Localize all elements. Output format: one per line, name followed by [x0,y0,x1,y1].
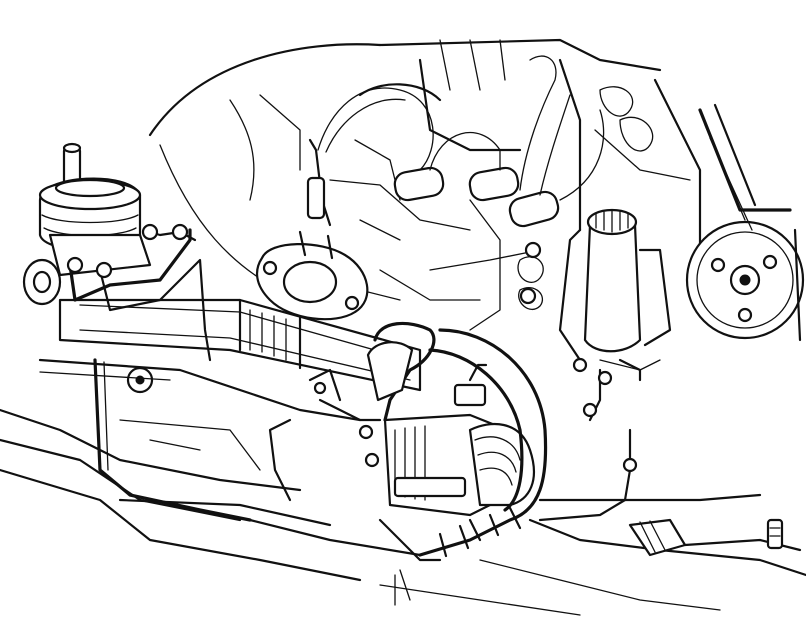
ac-compressor [318,321,548,562]
power-steering-pump [22,142,152,306]
ignition-coils [306,55,605,228]
pump-reservoir [583,208,672,382]
drive-belt [685,103,805,342]
steering-rack [38,298,422,422]
crossmember [0,408,806,616]
fasteners [313,241,613,468]
exhaust-flange [255,230,369,321]
